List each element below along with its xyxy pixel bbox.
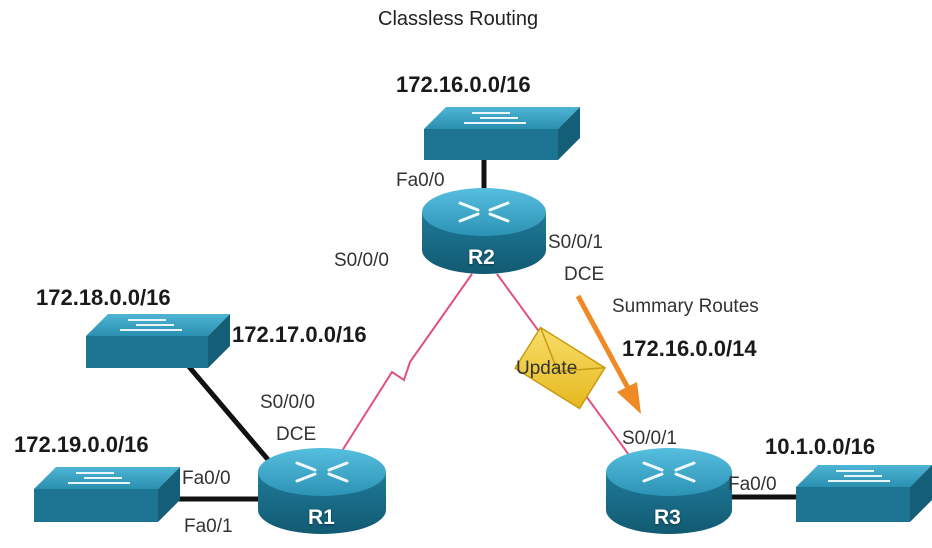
router-icon[interactable]	[422, 188, 546, 274]
port-label-r3-fa00: Fa0/0	[728, 474, 777, 495]
network-label-r1-r2-link: 172.17.0.0/16	[232, 322, 367, 347]
summary-routes-label: Summary Routes	[612, 296, 759, 317]
network-label-left-upper-switch: 172.18.0.0/16	[36, 285, 171, 310]
router-name-r2: R2	[468, 246, 495, 269]
envelope-icon	[514, 326, 606, 410]
network-label-left-lower-switch: 172.19.0.0/16	[14, 432, 149, 457]
switch-icon[interactable]	[86, 314, 230, 368]
update-envelope-label: Update	[516, 358, 578, 379]
ethernet-link-r1-switch-upper	[183, 360, 272, 464]
network-label-top-switch: 172.16.0.0/16	[396, 72, 531, 97]
port-label-r1-fa00: Fa0/0	[182, 468, 231, 489]
port-label-r2-s000: S0/0/0	[334, 250, 389, 271]
port-label-r3-s001: S0/0/1	[622, 428, 677, 449]
diagram-title: Classless Routing	[378, 8, 539, 30]
serial-link-r1-r2	[334, 273, 473, 463]
port-label-r2-fa00: Fa0/0	[396, 170, 445, 191]
summary-route-arrow	[575, 294, 641, 414]
network-label-right-switch: 10.1.0.0/16	[765, 434, 876, 459]
port-label-r2-dce: DCE	[564, 264, 605, 285]
port-label-r1-dce: DCE	[276, 424, 317, 445]
port-label-r1-fa01: Fa0/1	[184, 516, 233, 537]
router-name-r1: R1	[308, 506, 335, 529]
switch-icon[interactable]	[424, 107, 580, 160]
port-label-r1-s000: S0/0/0	[260, 392, 315, 413]
router-icon[interactable]	[258, 448, 386, 534]
port-label-r2-s001: S0/0/1	[548, 232, 603, 253]
switch-icon[interactable]	[34, 467, 180, 522]
router-name-r3: R3	[654, 506, 681, 529]
switch-icon[interactable]	[796, 465, 932, 522]
summary-route-network: 172.16.0.0/14	[622, 336, 757, 361]
router-icon[interactable]	[606, 448, 732, 534]
